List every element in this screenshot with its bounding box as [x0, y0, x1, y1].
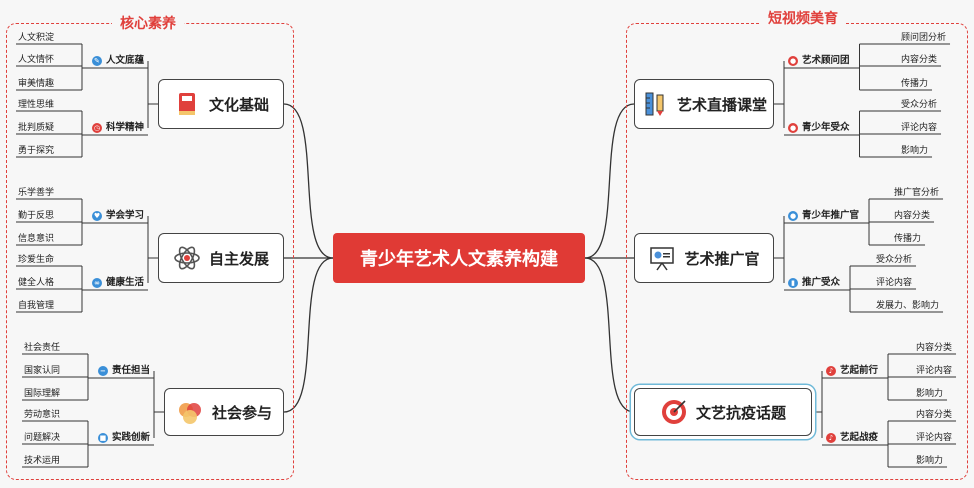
- presentation-icon: [648, 244, 676, 272]
- topic-kangyi[interactable]: 文艺抗疫话题: [634, 388, 812, 436]
- leaf-node[interactable]: 评论内容: [916, 433, 953, 443]
- leaf-node[interactable]: 推广官分析: [894, 188, 940, 198]
- topic-zhibo[interactable]: 艺术直播课堂: [634, 79, 774, 129]
- music-icon: ♪: [826, 366, 836, 376]
- box-icon: ■: [97, 433, 108, 443]
- subtopic[interactable]: ✎人文底蕴: [91, 54, 144, 68]
- user-icon: ●: [788, 211, 798, 221]
- leaf-node[interactable]: 人文情怀: [18, 55, 55, 65]
- leaf-node[interactable]: 影响力: [916, 456, 944, 466]
- clock-icon: ◷: [91, 123, 102, 133]
- subtopic[interactable]: ● 青少年推广官: [788, 209, 859, 223]
- leaf-node[interactable]: 劳动意识: [24, 410, 61, 420]
- topic-label: 自主发展: [208, 249, 269, 268]
- subtopic-label: 青少年推广官: [802, 210, 860, 221]
- subtopic[interactable]: ♪ 艺起战疫: [826, 431, 878, 445]
- leaf-node[interactable]: 传播力: [901, 79, 929, 89]
- leaf-node[interactable]: 人文积淀: [18, 33, 55, 43]
- leaf-node[interactable]: 乐学善学: [18, 188, 55, 198]
- leaf-node[interactable]: 评论内容: [901, 123, 938, 133]
- pen-icon: ✎: [91, 56, 102, 66]
- subtopic[interactable]: ● 青少年受众: [788, 121, 850, 135]
- subtopic-label: 健康生活: [105, 277, 144, 288]
- leaf-node[interactable]: 社会责任: [24, 343, 61, 353]
- link-icon: ∞: [91, 278, 102, 288]
- subtopic[interactable]: ♪ 艺起前行: [826, 364, 878, 378]
- book-icon: [173, 90, 201, 118]
- subtopic-label: 实践创新: [111, 432, 150, 443]
- leaf-node[interactable]: 评论内容: [876, 278, 913, 288]
- leaf-node[interactable]: 技术运用: [24, 456, 61, 466]
- subtopic[interactable]: ■实践创新: [97, 431, 150, 445]
- leaf-node[interactable]: 理性思维: [18, 100, 55, 110]
- leaf-node[interactable]: 国际理解: [24, 389, 61, 399]
- leaf-node[interactable]: 信息意识: [18, 234, 55, 244]
- leaf-node[interactable]: 顾问团分析: [901, 33, 947, 43]
- leaf-node[interactable]: 珍爱生命: [18, 255, 55, 265]
- topic-zizhu[interactable]: 自主发展: [158, 233, 284, 283]
- subtopic-label: 人文底蕴: [105, 55, 144, 66]
- topic-label: 文艺抗疫话题: [695, 403, 786, 422]
- subtopic[interactable]: −责任担当: [97, 364, 150, 378]
- heart-icon: ♥: [91, 211, 102, 221]
- central-topic[interactable]: 青少年艺术人文素养构建: [333, 233, 585, 283]
- topic-label: 文化基础: [208, 95, 269, 114]
- ruler-pencil-icon: [641, 90, 669, 118]
- subtopic[interactable]: ◷科学精神: [91, 121, 144, 135]
- leaf-node[interactable]: 发展力、影响力: [876, 301, 940, 311]
- subtopic-label: 艺起前行: [840, 365, 879, 376]
- topic-wenhua[interactable]: 文化基础: [158, 79, 284, 129]
- topic-tuiguang[interactable]: 艺术推广官: [634, 233, 774, 283]
- subtopic[interactable]: ♥学会学习: [91, 209, 144, 223]
- subtopic-label: 责任担当: [111, 365, 150, 376]
- leaf-node[interactable]: 审美情趣: [18, 79, 55, 89]
- atom-icon: [173, 244, 201, 272]
- hands-icon: [176, 398, 204, 426]
- subtopic[interactable]: ▮ 推广受众: [788, 276, 840, 290]
- leaf-node[interactable]: 受众分析: [876, 255, 913, 265]
- user-icon: ●: [788, 56, 798, 66]
- subtopic-label: 青少年受众: [802, 122, 850, 133]
- chart-icon: ▮: [788, 278, 798, 288]
- topic-label: 艺术推广官: [684, 249, 760, 268]
- subtopic-label: 学会学习: [105, 210, 144, 221]
- people-icon: ●: [788, 123, 798, 133]
- connector-line: [584, 103, 635, 259]
- topic-shehui[interactable]: 社会参与: [164, 388, 284, 436]
- leaf-node[interactable]: 影响力: [901, 146, 929, 156]
- topic-label: 艺术直播课堂: [676, 95, 767, 114]
- leaf-node[interactable]: 内容分类: [894, 211, 931, 221]
- leaf-node[interactable]: 国家认同: [24, 366, 61, 376]
- group-title-right: 短视频美育: [760, 10, 846, 28]
- subtopic-label: 科学精神: [105, 122, 144, 133]
- connector-line: [283, 257, 334, 413]
- connector-line: [283, 103, 334, 259]
- leaf-node[interactable]: 影响力: [916, 389, 944, 399]
- subtopic[interactable]: ● 艺术顾问团: [788, 54, 850, 68]
- subtopic[interactable]: ∞健康生活: [91, 276, 144, 290]
- target-icon: [660, 398, 688, 426]
- leaf-node[interactable]: 健全人格: [18, 278, 55, 288]
- leaf-node[interactable]: 内容分类: [916, 343, 953, 353]
- minus-icon: −: [97, 366, 108, 376]
- group-title-left: 核心素养: [112, 15, 184, 33]
- subtopic-label: 艺术顾问团: [802, 55, 850, 66]
- subtopic-label: 艺起战疫: [840, 432, 879, 443]
- leaf-node[interactable]: 勤于反思: [18, 211, 55, 221]
- subtopic-label: 推广受众: [802, 277, 841, 288]
- leaf-node[interactable]: 评论内容: [916, 366, 953, 376]
- leaf-node[interactable]: 受众分析: [901, 100, 938, 110]
- leaf-node[interactable]: 问题解决: [24, 433, 61, 443]
- music-icon: ♪: [826, 433, 836, 443]
- leaf-node[interactable]: 传播力: [894, 234, 922, 244]
- leaf-node[interactable]: 自我管理: [18, 301, 55, 311]
- leaf-node[interactable]: 内容分类: [916, 410, 953, 420]
- leaf-node[interactable]: 勇于探究: [18, 146, 55, 156]
- leaf-node[interactable]: 内容分类: [901, 55, 938, 65]
- leaf-node[interactable]: 批判质疑: [18, 123, 55, 133]
- topic-label: 社会参与: [211, 403, 272, 422]
- connector-line: [584, 257, 635, 413]
